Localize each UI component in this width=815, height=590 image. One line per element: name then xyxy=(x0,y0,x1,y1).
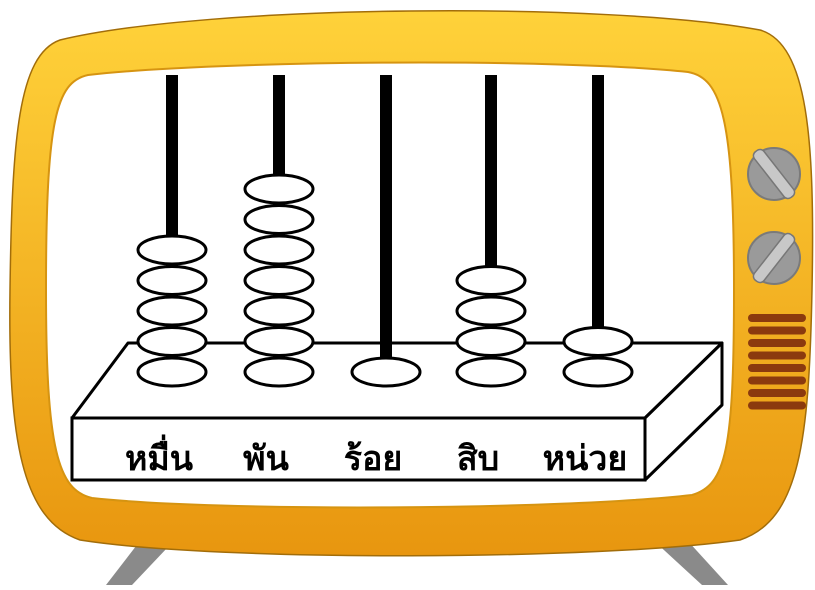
abacus-rod xyxy=(380,75,392,372)
abacus-bead xyxy=(136,265,208,296)
speaker-grille-bar xyxy=(748,314,806,322)
abacus-bead xyxy=(455,265,527,296)
abacus-rod xyxy=(592,75,604,372)
place-value-label: พัน xyxy=(243,439,289,479)
abacus-bead xyxy=(243,356,315,388)
abacus-bead xyxy=(350,356,422,388)
speaker-grille-bar xyxy=(748,364,806,372)
speaker-grille-bar xyxy=(748,376,806,385)
speaker-grille-bar xyxy=(748,401,806,410)
abacus-bead xyxy=(243,326,315,357)
speaker-grille-bar xyxy=(748,351,806,360)
dial-knob-icon xyxy=(747,231,801,285)
abacus-bead xyxy=(455,326,527,357)
abacus-bead xyxy=(243,295,315,327)
abacus-bead xyxy=(136,234,208,266)
dial-knob-icon xyxy=(747,147,801,201)
speaker-grille-bar xyxy=(748,326,806,335)
abacus-bead xyxy=(455,356,527,388)
abacus-bead xyxy=(562,326,634,357)
abacus-bead xyxy=(562,356,634,388)
abacus-bead xyxy=(136,295,208,327)
abacus-bead xyxy=(243,265,315,296)
abacus-bead xyxy=(243,173,315,205)
abacus-bead xyxy=(243,204,315,235)
abacus-base-front xyxy=(70,416,647,482)
abacus-bead xyxy=(243,234,315,266)
speaker-grille-icon xyxy=(748,314,806,410)
speaker-grille-bar xyxy=(748,339,806,347)
place-value-label: สิบ xyxy=(457,439,499,479)
abacus-bead xyxy=(136,326,208,357)
speaker-grille-bar xyxy=(748,389,806,397)
abacus-bead xyxy=(455,295,527,327)
place-value-label: หมื่น xyxy=(125,434,193,479)
abacus-bead xyxy=(136,356,208,388)
abacus-columns: หมื่น พัน ร้อย สิบ หน่วย xyxy=(125,75,634,479)
place-value-label: ร้อย xyxy=(344,439,403,479)
place-value-label: หน่วย xyxy=(543,439,628,479)
